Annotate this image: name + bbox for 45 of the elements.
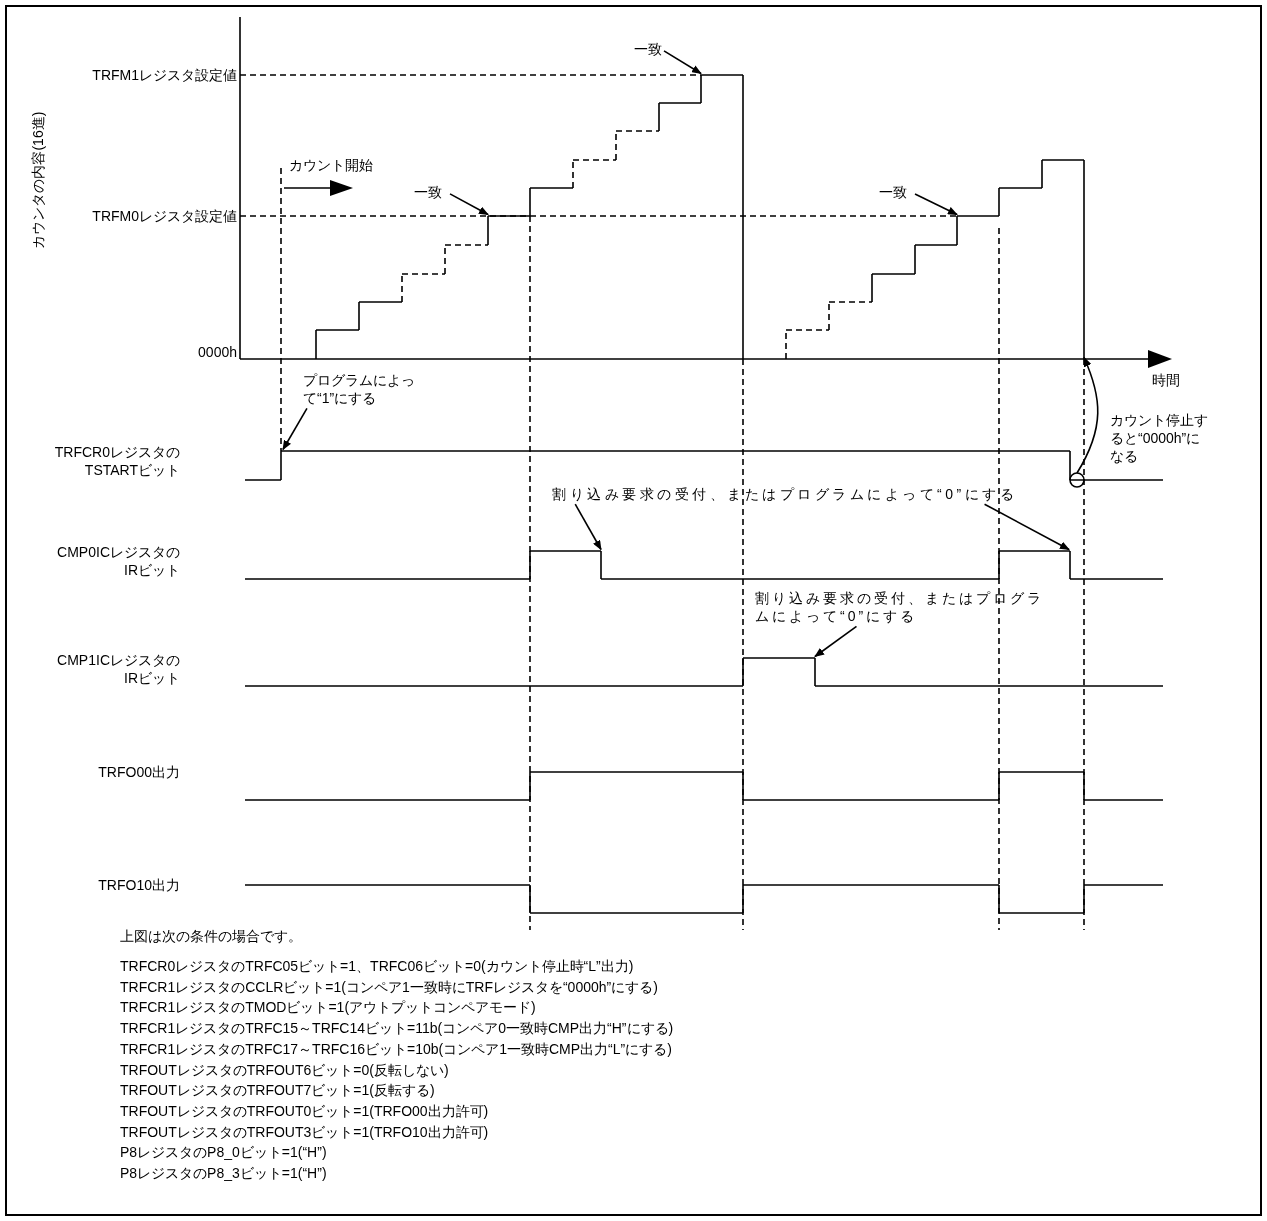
condition-text: TRFCR1レジスタのCCLRビット=1(コンペア1一致時にTRFレジスタを“0000h”にする) bbox=[120, 977, 658, 996]
leader-arrow bbox=[449, 193, 489, 216]
annotation-text: カウント停止すると“0000h”になる bbox=[1110, 411, 1209, 466]
leader-arrow bbox=[814, 625, 858, 658]
signal-label: CMP1ICレジスタのIRビット bbox=[56, 651, 180, 688]
axis-label: 時間 bbox=[1152, 371, 1180, 390]
leader-arrow bbox=[983, 503, 1070, 551]
callout-text: プログラムによって“1”にする bbox=[303, 371, 435, 408]
note-text: 上図は次の条件の場合です。 bbox=[120, 927, 302, 946]
level-label: TRFM0レジスタ設定値 bbox=[92, 207, 237, 226]
marker-circle bbox=[1069, 472, 1085, 488]
signal-label: TRFCR0レジスタのTSTARTビット bbox=[53, 443, 180, 480]
condition-text: TRFCR1レジスタのTMODビット=1(アウトプットコンペアモード) bbox=[120, 998, 536, 1017]
condition-text: TRFOUTレジスタのTRFOUT3ビット=1(TRFO10出力許可) bbox=[120, 1122, 489, 1141]
level-label: 0000h bbox=[198, 343, 237, 362]
level-label: TRFM1レジスタ設定値 bbox=[92, 66, 237, 85]
leader-arrow bbox=[282, 407, 308, 451]
leader-arrow bbox=[663, 50, 702, 75]
signal-label: TRFO10出力 bbox=[98, 876, 180, 895]
counter-waveform bbox=[315, 74, 1085, 360]
condition-text: TRFOUTレジスタのTRFOUT7ビット=1(反転する) bbox=[120, 1081, 435, 1100]
condition-text: TRFOUTレジスタのTRFOUT0ビット=1(TRFO00出力許可) bbox=[120, 1101, 489, 1121]
condition-text: TRFCR0レジスタのTRFC05ビット=1、TRFC06ビット=0(カウント停止時“L”出力) bbox=[120, 957, 634, 976]
condition-text: TRFOUTレジスタのTRFOUT6ビット=0(反転しない) bbox=[120, 1060, 449, 1079]
signal-waveform bbox=[244, 884, 1164, 914]
annotation-text: カウント開始 bbox=[289, 156, 373, 175]
condition-text: TRFCR1レジスタのTRFC17～TRFC16ビット=10b(コンペア1一致時CMP出力“L”にする) bbox=[120, 1039, 672, 1058]
signal-label: CMP0ICレジスタのIRビット bbox=[56, 543, 180, 580]
match-label: 一致 bbox=[634, 40, 662, 59]
callout-text: 割り込み要求の受付、またはプログラムによって“0”にする bbox=[755, 589, 1045, 626]
axis-label: カウンタの内容(16進) bbox=[29, 111, 48, 249]
signal-waveform bbox=[244, 550, 1164, 580]
signal-waveform bbox=[244, 657, 1164, 687]
condition-text: P8レジスタのP8_3ビット=1(“H”) bbox=[120, 1164, 327, 1183]
match-label: 一致 bbox=[414, 183, 442, 202]
callout-text: 割り込み要求の受付、またはプログラムによって“0”にする bbox=[552, 485, 1018, 504]
leader-arrow bbox=[914, 193, 958, 216]
signal-waveform bbox=[244, 450, 1164, 481]
leader-arrow bbox=[1076, 356, 1099, 474]
signal-label: TRFO00出力 bbox=[98, 763, 180, 782]
signal-waveform bbox=[244, 771, 1164, 801]
condition-text: P8レジスタのP8_0ビット=1(“H”) bbox=[120, 1143, 327, 1162]
condition-text: TRFCR1レジスタのTRFC15～TRFC14ビット=11b(コンペア0一致時CMP出力“H”にする) bbox=[120, 1019, 674, 1038]
leader-arrow bbox=[574, 503, 602, 551]
match-label: 一致 bbox=[879, 183, 907, 202]
